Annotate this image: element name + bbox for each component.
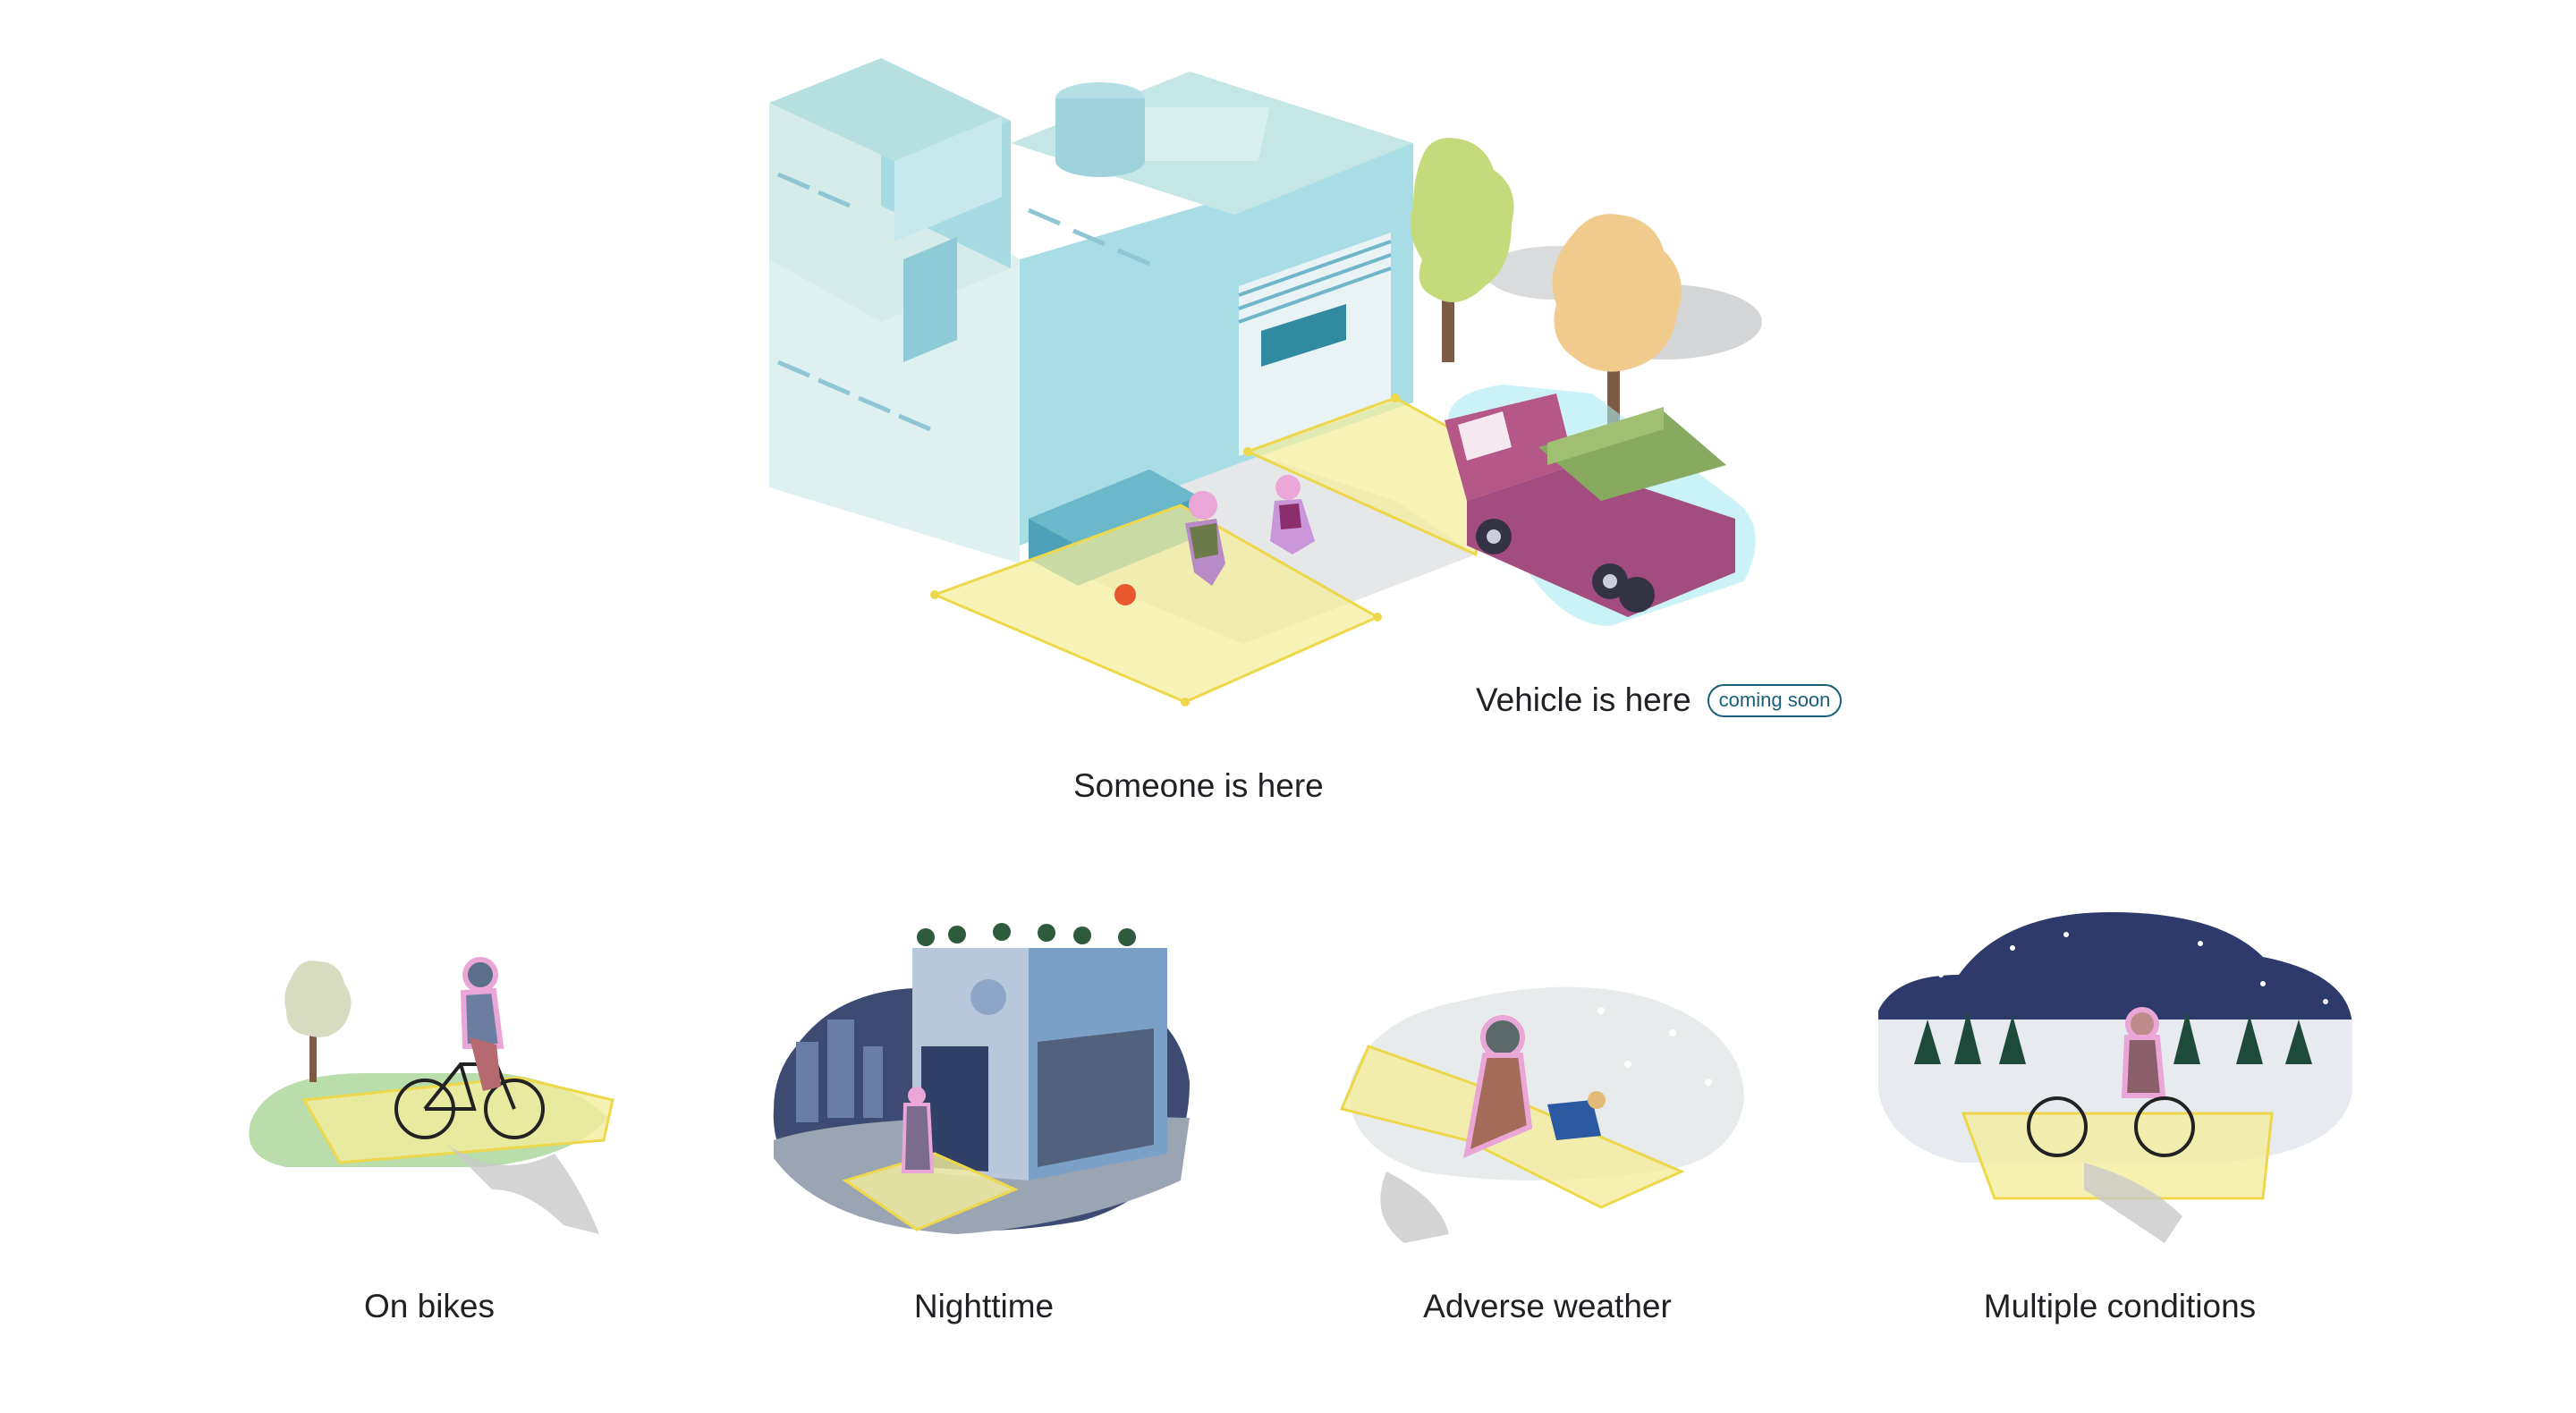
someone-is-here-label: Someone is here (1073, 767, 1324, 804)
bike-scene-icon (249, 957, 614, 1234)
scenario-on-bikes: On bikes (233, 939, 626, 1324)
adverse-weather-label: Adverse weather (1423, 1288, 1672, 1324)
night-store-scene-icon (773, 923, 1190, 1234)
scenario-nighttime: Nighttime (760, 912, 1208, 1324)
coming-soon-badge: coming soon (1707, 683, 1843, 717)
vehicle-caption: Vehicle is here coming soon (1476, 681, 1843, 719)
multiple-conditions-label: Multiple conditions (1983, 1288, 2257, 1324)
running-people (1185, 475, 1315, 586)
nighttime-label: Nighttime (913, 1288, 1055, 1324)
on-bikes-label: On bikes (363, 1288, 495, 1324)
vehicle-is-here-label: Vehicle is here (1476, 681, 1691, 718)
scenario-adverse-weather: Adverse weather (1333, 948, 1762, 1324)
night-snow-bike-scene-icon (1878, 912, 2352, 1243)
scenario-multiple-conditions: Multiple conditions (1878, 903, 2361, 1324)
snow-dog-walk-scene-icon (1339, 985, 1744, 1243)
truck (1445, 385, 1756, 626)
hero-illustration (751, 49, 1860, 711)
